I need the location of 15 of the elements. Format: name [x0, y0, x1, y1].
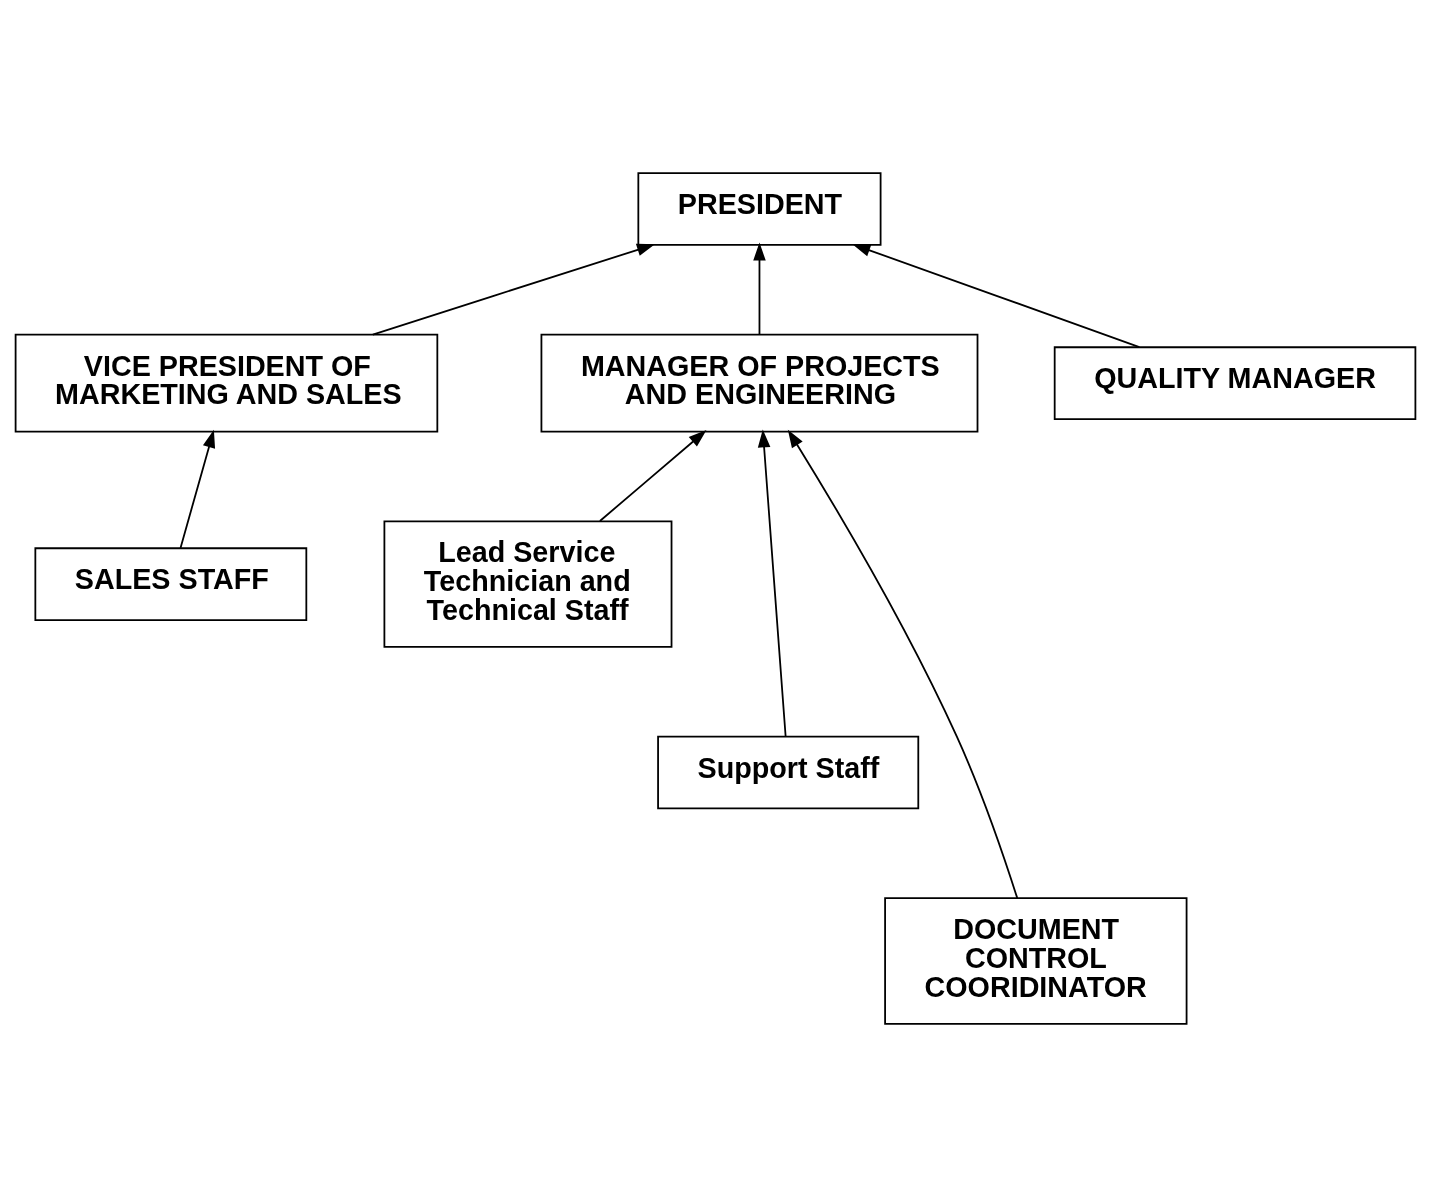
node-box: Support Staff — [657, 735, 920, 810]
node-box: PRESIDENT — [637, 172, 882, 246]
node-box: QUALITY MANAGER — [1053, 346, 1417, 420]
arrow — [179, 429, 216, 549]
node-box: DOCUMENT CONTROL COORIDINATOR — [884, 897, 1188, 1025]
arrow — [599, 430, 707, 522]
arrow — [753, 242, 766, 336]
node-box: VICE PRESIDENT OF MARKETING AND SALES — [14, 333, 439, 433]
node-box: Lead Service Technician and Technical Staff — [383, 520, 673, 648]
arrow — [371, 243, 655, 336]
arrow — [852, 244, 1141, 348]
arrow — [787, 429, 1019, 900]
node-box: SALES STAFF — [34, 547, 308, 621]
arrow — [757, 429, 787, 738]
node-box: MANAGER OF PROJECTS AND ENGINEERING — [540, 333, 979, 433]
